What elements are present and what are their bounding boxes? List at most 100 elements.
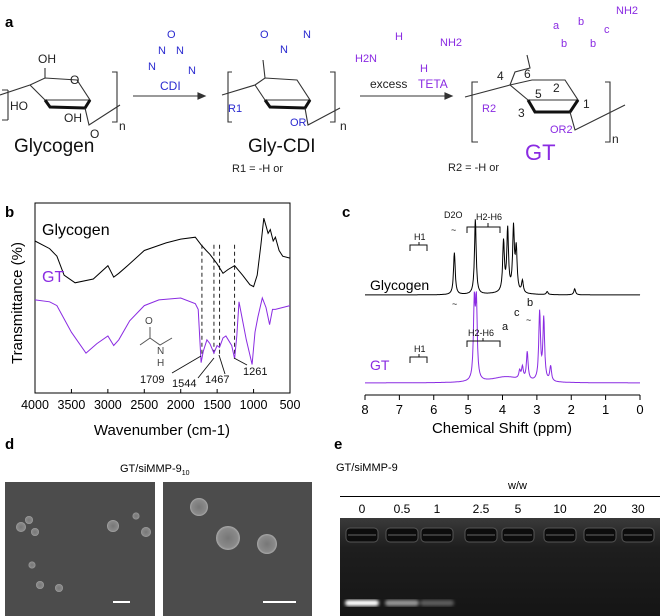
repeat-n: n (340, 119, 347, 133)
imidazole-n: N (280, 44, 288, 56)
ir-x-tick-label: 500 (280, 398, 301, 412)
position-3: 3 (518, 106, 525, 120)
position-4: 4 (497, 69, 504, 83)
ir-peak-1467: 1467 (205, 374, 229, 386)
ir-x-tick-label: 3000 (94, 398, 122, 412)
repeat-n: n (119, 119, 126, 133)
sem-title-subscript: 10 (181, 470, 190, 478)
teta-nh: H (420, 63, 428, 75)
gel-title: GT/siMMP-9 (336, 462, 398, 474)
nmr-h2h6-label-gt: H2-H6 (468, 328, 494, 338)
synthesis-scheme: OH HO OH O O n Glycogen O N N N N CDI R1… (0, 5, 638, 172)
proton-a: a (553, 20, 560, 32)
imidazole-n: N (303, 29, 311, 41)
ir-y-axis-label: Transmittance (%) (9, 242, 26, 364)
proton-b: b (578, 16, 584, 28)
nmr-x-tick-label: 7 (396, 402, 403, 417)
cdi-n: N (158, 45, 166, 57)
amide-h: H (157, 358, 164, 369)
panel-label-e: e (334, 436, 343, 453)
oh-6-label: OH (38, 52, 56, 66)
nmr-h1-label-gt: H1 (414, 344, 426, 354)
carbonyl-o: O (260, 29, 269, 41)
nmr-x-tick-label: 6 (430, 402, 437, 417)
scale-bar (113, 601, 130, 603)
ir-series-glycogen (34, 218, 291, 288)
gly-cdi-ring (221, 59, 341, 126)
ir-x-tick-label: 4000 (21, 398, 49, 412)
excess-label: excess (370, 77, 407, 91)
nmr-x-axis-label: Chemical Shift (ppm) (432, 420, 572, 437)
gly-cdi-name: Gly-CDI (248, 136, 316, 157)
ring-oxygen: O (70, 73, 79, 87)
r1-label: R1 (228, 103, 242, 115)
nmr-peak-c: c (514, 307, 520, 319)
nmr-x-tick-label: 5 (465, 402, 472, 417)
agarose-gel-image (340, 518, 660, 616)
ir-x-tick-label: 2000 (167, 398, 195, 412)
panel-label-c: c (342, 204, 351, 221)
gt-nh2: NH2 (616, 5, 638, 17)
lane-label: 1 (433, 502, 441, 516)
ir-peak-1261: 1261 (243, 366, 267, 378)
link-oxygen: O (90, 127, 99, 141)
nmr-truncation-mark: ~ (452, 299, 457, 309)
position-6: 6 (524, 67, 531, 81)
cdi-n: N (188, 65, 196, 77)
panel-label-d: d (5, 436, 15, 453)
or2-label: OR2 (550, 124, 573, 136)
nmr-peak-a: a (502, 321, 509, 333)
lane-label: 2.5 (472, 502, 490, 516)
nmr-legend-gt: GT (370, 357, 390, 373)
amide-structure: O N H (139, 316, 173, 369)
cdi-o: O (167, 29, 176, 41)
teta-nh: H (395, 31, 403, 43)
nmr-truncation-mark: ~ (451, 225, 456, 235)
oh-3-label: HO (10, 99, 28, 113)
amide-o: O (145, 316, 153, 327)
ir-series-gt (34, 296, 291, 365)
nmr-x-tick-label: 1 (602, 402, 609, 417)
ratio-header: w/w (508, 480, 527, 492)
cdi-n: N (176, 45, 184, 57)
sirna-band (345, 600, 379, 606)
scale-bar (263, 601, 296, 603)
nmr-x-tick-label: 4 (499, 402, 506, 417)
glycogen-ring (0, 68, 121, 126)
proton-c: c (604, 24, 610, 36)
position-2: 2 (553, 81, 560, 95)
ir-x-tick-label: 1500 (203, 398, 231, 412)
r1-definition: R1 = -H or (232, 163, 283, 172)
ir-x-tick-label: 3500 (58, 398, 86, 412)
ir-x-tick-label: 2500 (130, 398, 158, 412)
r2-definition: R2 = -H or (448, 162, 499, 172)
or-label: OR (290, 117, 307, 129)
gt-name: GT (525, 140, 556, 165)
teta-nh2: NH2 (440, 37, 462, 49)
sirna-band (420, 600, 454, 606)
gt-ring (464, 54, 626, 143)
ratio-header-rule (340, 496, 660, 497)
lane-label: 0.5 (393, 502, 411, 516)
nmr-truncation-mark: ~ (526, 315, 531, 325)
ir-legend-gt: GT (42, 269, 64, 286)
teta-label: TETA (418, 77, 448, 91)
panel-label-b: b (5, 204, 15, 221)
lane-label: 10 (553, 502, 567, 516)
lane-label: 30 (631, 502, 645, 516)
nmr-d2o-label: D2O (444, 210, 463, 220)
sirna-band (385, 600, 419, 606)
nmr-series-gt (365, 291, 640, 384)
nmr-x-tick-label: 3 (533, 402, 540, 417)
nmr-legend-glycogen: Glycogen (370, 277, 429, 293)
glycogen-name: Glycogen (14, 136, 94, 157)
nmr-h2h6-label-glycogen: H2-H6 (476, 212, 502, 222)
sem-image-low-mag (5, 482, 155, 616)
teta-h2n: H2N (355, 53, 377, 65)
nmr-h1-label-glycogen: H1 (414, 232, 426, 242)
nmr-series-glycogen (365, 219, 641, 296)
cdi-label: CDI (160, 79, 181, 93)
nmr-x-tick-label: 0 (636, 402, 643, 417)
sem-title: GT/siMMP-910 (120, 463, 190, 477)
